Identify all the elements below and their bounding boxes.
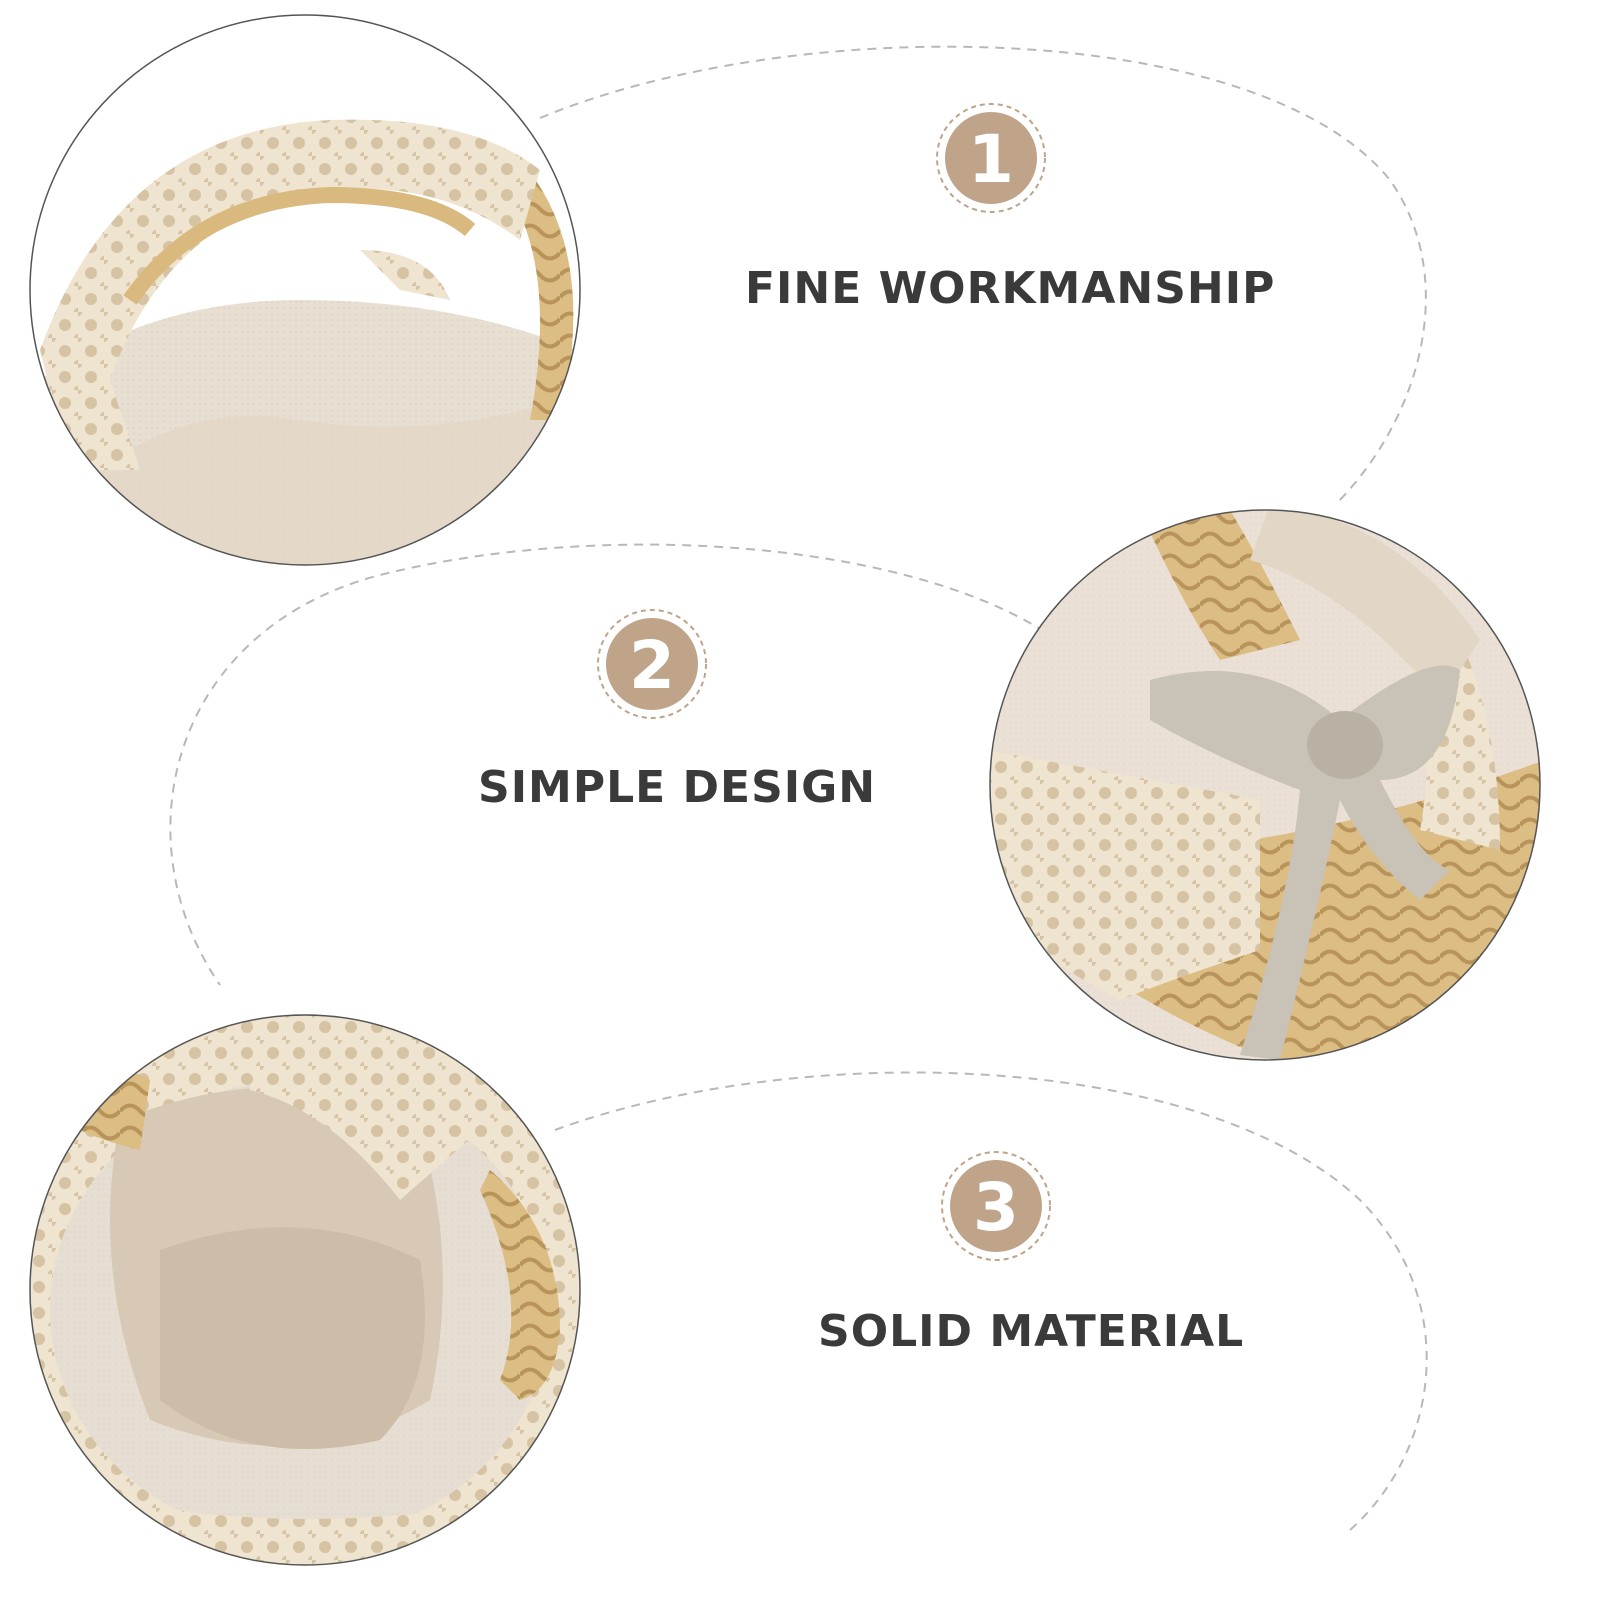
number-badge-2: 2 xyxy=(597,609,707,719)
svg-text:3: 3 xyxy=(973,1169,1019,1246)
photo-frame-1 xyxy=(29,14,581,566)
dashed-connector-2 xyxy=(169,543,1046,986)
svg-text:1: 1 xyxy=(968,121,1014,198)
svg-text:2: 2 xyxy=(629,627,675,704)
number-badge-3: 3 xyxy=(941,1151,1051,1261)
photo-frame-3 xyxy=(29,1014,581,1566)
photo-frame-2 xyxy=(989,509,1541,1061)
dashed-connector-3 xyxy=(554,1071,1428,1531)
number-badge-1: 1 xyxy=(936,103,1046,213)
feature-title-1: FINE WORKMANSHIP xyxy=(745,263,1276,314)
feature-title-3: SOLID MATERIAL xyxy=(818,1306,1245,1357)
dashed-connector-1 xyxy=(539,45,1427,506)
basket-interior-lining-photo xyxy=(30,1015,580,1565)
basket-ribbon-bow-photo xyxy=(990,510,1540,1060)
feature-title-2: SIMPLE DESIGN xyxy=(478,762,877,813)
